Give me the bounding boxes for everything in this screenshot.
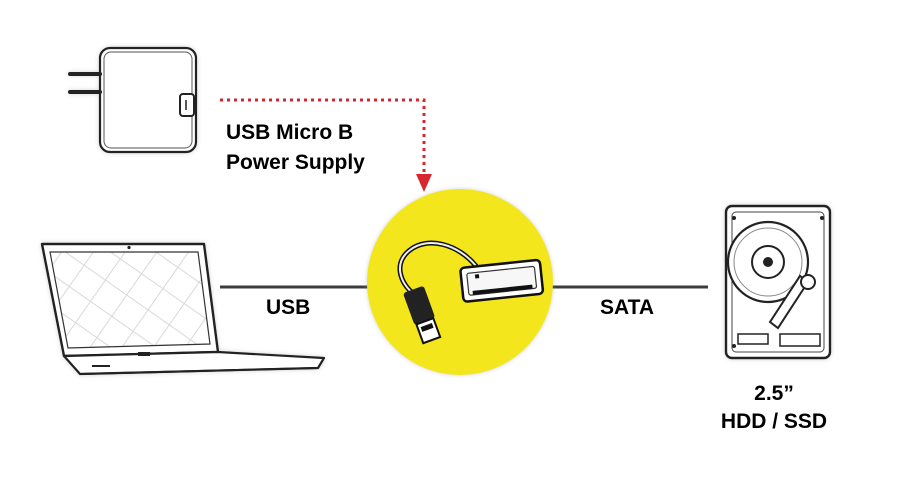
power-supply-label: USB Micro B Power Supply bbox=[226, 118, 365, 178]
power-adapter-icon bbox=[68, 46, 198, 154]
hdd-size-label: 2.5” bbox=[754, 382, 794, 405]
adapter-highlight-circle bbox=[367, 189, 553, 375]
power-supply-label-line1: USB Micro B bbox=[226, 121, 354, 144]
usb-label: USB bbox=[266, 296, 311, 319]
usb-sata-adapter-icon bbox=[397, 240, 545, 345]
power-arrow-icon bbox=[416, 174, 432, 192]
power-supply-label-line2: Power Supply bbox=[226, 151, 365, 174]
power-supply-line bbox=[220, 98, 432, 192]
hard-drive-icon bbox=[724, 204, 832, 360]
laptop-icon bbox=[40, 242, 326, 376]
hdd-type-label: HDD / SSD bbox=[720, 410, 828, 433]
hdd-label: 2.5” HDD / SSD bbox=[698, 380, 850, 436]
sata-label: SATA bbox=[600, 296, 655, 319]
